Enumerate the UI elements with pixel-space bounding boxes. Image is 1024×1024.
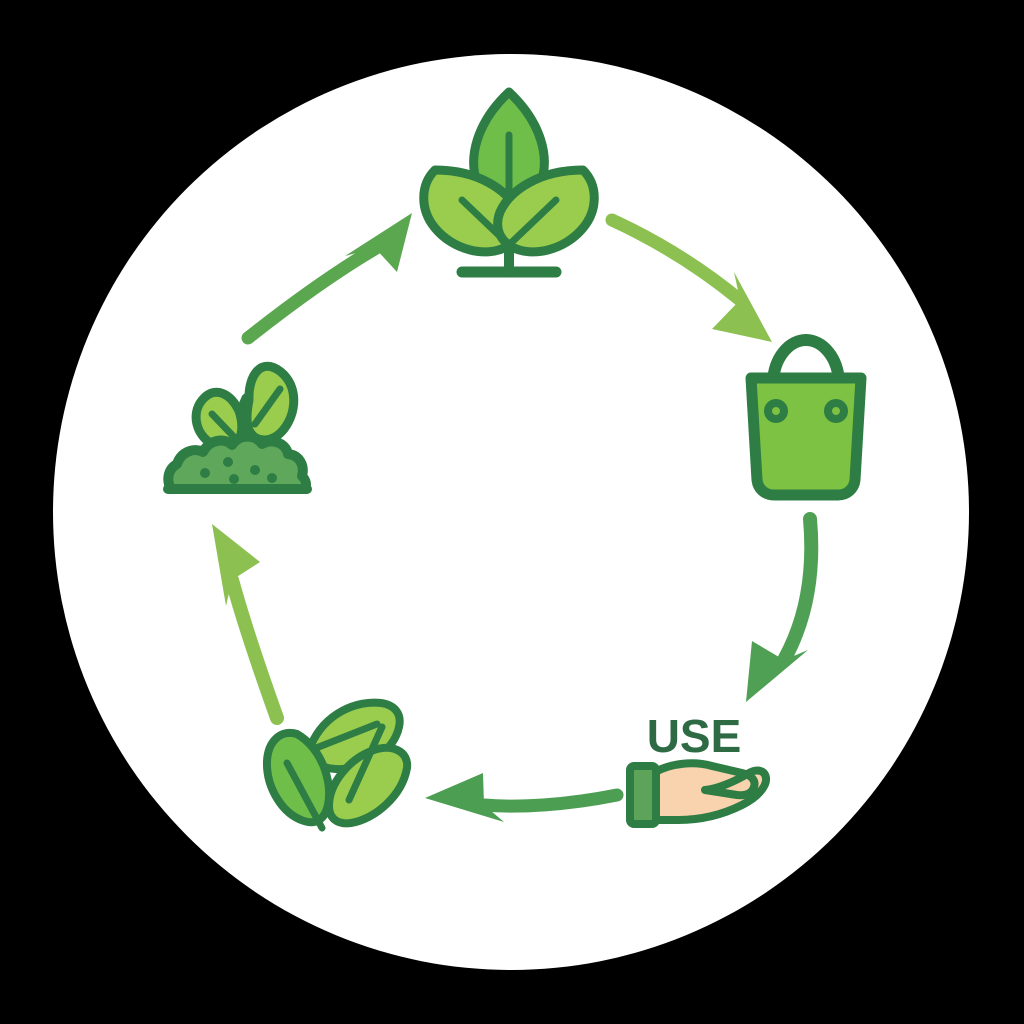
arrow-head xyxy=(425,773,504,822)
soil-speck xyxy=(229,474,239,484)
bag-ring-left xyxy=(764,399,788,423)
hand-cuff xyxy=(626,762,660,828)
arrow-soil-to-plant xyxy=(241,213,412,345)
bag-ring-right xyxy=(824,399,848,423)
leaf-vein xyxy=(302,720,381,756)
plant-sprout-icon xyxy=(419,87,599,278)
use-node: USE xyxy=(626,710,771,828)
leaf-vein xyxy=(345,723,386,804)
bag-handle xyxy=(767,333,845,404)
arrow-use-to-recycle xyxy=(425,773,624,822)
arrow-head xyxy=(746,641,808,702)
arrow-shaft xyxy=(241,240,385,345)
soil-speck xyxy=(223,457,233,467)
recycle-leaves-icon xyxy=(262,698,412,832)
arrow-shaft xyxy=(605,213,747,307)
leaf-shape xyxy=(325,743,412,828)
arrow-shaft xyxy=(477,788,624,813)
bag-body xyxy=(745,372,867,501)
arrow-recycle-to-soil xyxy=(212,524,284,725)
soil-speck xyxy=(267,473,277,483)
recycle-leaf-right xyxy=(325,723,412,828)
soil-speck xyxy=(200,468,210,478)
plant-leaf-right-vein xyxy=(508,196,560,246)
shopping-bag-icon xyxy=(745,333,867,501)
arrow-product-to-use xyxy=(746,512,819,702)
leaf-vein xyxy=(283,759,326,832)
arrow-plant-to-product xyxy=(605,213,772,342)
open-hand-icon xyxy=(626,759,771,828)
recycle-leaf-left xyxy=(262,728,333,832)
sprout-in-soil-icon xyxy=(163,361,312,494)
use-label: USE xyxy=(647,710,742,762)
arrow-shaft xyxy=(777,512,819,667)
arrow-shaft xyxy=(225,573,284,725)
soil-speck xyxy=(250,465,260,475)
arrow-head xyxy=(345,213,412,272)
arrow-head xyxy=(712,272,772,342)
sprout-leaf-right-vein xyxy=(251,385,284,428)
sprout-leaf-left-vein xyxy=(208,410,238,441)
arrow-head xyxy=(212,524,260,606)
